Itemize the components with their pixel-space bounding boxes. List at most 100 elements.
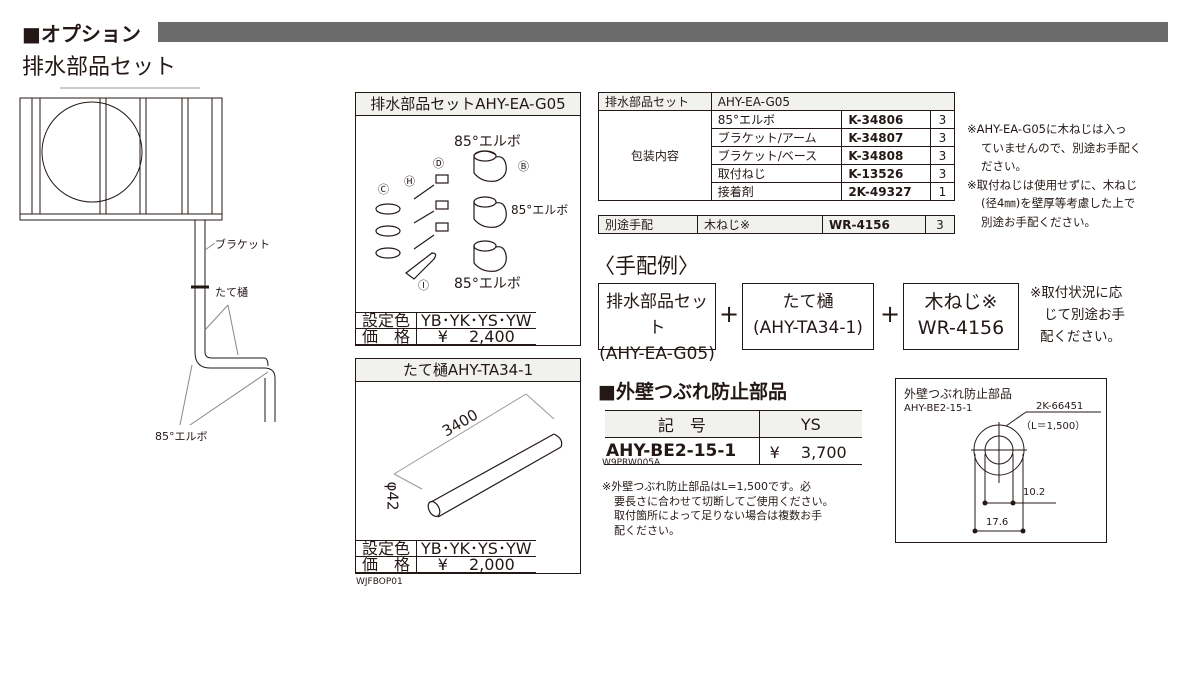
bracket-label: ブラケット xyxy=(215,238,270,251)
part-qty: 1 xyxy=(929,182,956,201)
item-model: (AHY-EA-G05) xyxy=(599,344,715,364)
part-code: K-34808 xyxy=(841,146,931,165)
order-item-screw: 木ねじ※ WR-4156 xyxy=(903,283,1019,350)
note-line: 別途お手配ください。 xyxy=(981,214,1096,229)
item-model: WR-4156 xyxy=(917,317,1005,339)
part-qty: 3 xyxy=(929,110,956,129)
subtitle: 排水部品セット xyxy=(22,55,177,80)
note-line: 配ください。 xyxy=(1040,329,1121,345)
note-line: ていませんので、別途お手配く xyxy=(981,140,1142,155)
header-code: 記 号 xyxy=(605,410,760,438)
item-name: たて樋 xyxy=(782,292,834,312)
part-i-label: Ⓘ xyxy=(418,279,429,292)
downpipe-label: たて樋 xyxy=(215,286,248,299)
elbow-label: 85°エルボ xyxy=(454,276,521,292)
price-label: 価 格 xyxy=(356,556,417,573)
outer-dimension: 17.6 xyxy=(986,517,1009,528)
part-name: ブラケット/アーム xyxy=(710,128,843,147)
note-line: ※外壁つぶれ防止部品はL=1,500です。必 xyxy=(602,480,811,493)
set-model: AHY-EA-G05 xyxy=(710,92,956,111)
price-value: ¥ 2,000 xyxy=(415,556,536,573)
part-h-label: Ⓗ xyxy=(404,175,415,188)
note-line: 取付箇所によって足りない場合は複数お手 xyxy=(614,509,823,522)
order-item-pipe: たて樋 (AHY-TA34-1) xyxy=(742,283,874,350)
separate-label: 別途手配 xyxy=(598,215,698,234)
card-title: たて樋AHY-TA34-1 xyxy=(356,359,580,382)
note-line: 要長さに合わせて切断してご使用ください。 xyxy=(614,494,834,508)
order-item-set: 排水部品セット (AHY-EA-G05) xyxy=(598,283,716,364)
part-code: K-13526 xyxy=(841,164,931,183)
order-note: ※取付状況に応 じて別途お手 配ください。 xyxy=(1030,282,1125,348)
cross-section-drawing xyxy=(971,411,1101,534)
note-line: ださい。 xyxy=(981,159,1027,173)
part-code: WR-4156 xyxy=(822,215,926,234)
part-code: K-34807 xyxy=(841,128,931,147)
part-d-label: Ⓓ xyxy=(433,157,444,170)
part-qty: 3 xyxy=(925,215,955,234)
note-line: ※AHY-EA-G05に木ねじは入っ xyxy=(967,122,1127,136)
note-line: ※取付状況に応 xyxy=(1030,285,1123,301)
diagram-length: （L＝1,500） xyxy=(1021,421,1086,432)
protector-diagram: 外壁つぶれ防止部品 AHY-BE2-15-1 2K-66451 （L＝1,500… xyxy=(895,378,1107,543)
diameter-dimension: φ42 xyxy=(383,481,402,511)
diagram-part: 2K-66451 xyxy=(1036,401,1084,412)
elbow-label: 85°エルボ xyxy=(454,134,521,150)
part-code: K-34806 xyxy=(841,110,931,129)
part-qty: 3 xyxy=(929,128,956,147)
card-title: 排水部品セットAHY-EA-G05 xyxy=(356,93,580,116)
part-qty: 3 xyxy=(929,146,956,165)
part-b-label: Ⓑ xyxy=(518,160,529,173)
plus-sign: + xyxy=(719,300,740,328)
part-c-label: Ⓒ xyxy=(378,183,389,196)
carport-illustration xyxy=(19,87,276,426)
part-name: ブラケット/ベース xyxy=(710,146,843,165)
note-line: じて別途お手 xyxy=(1044,307,1125,323)
order-example-title: 〈手配例〉 xyxy=(594,254,699,278)
plus-sign: + xyxy=(880,300,901,328)
header-ys: YS xyxy=(758,410,862,438)
item-model: (AHY-TA34-1) xyxy=(753,318,863,338)
protector-title: ■外壁つぶれ防止部品 xyxy=(598,381,787,403)
catalog-code: W9PRW005A xyxy=(602,458,661,468)
section-bar xyxy=(158,22,1168,42)
part-name: 木ねじ※ xyxy=(697,215,823,234)
note-line: 配ください。 xyxy=(614,523,680,537)
pipe-illustration xyxy=(393,393,563,518)
catalog-code: WJFBOP01 xyxy=(356,577,403,587)
parts-illustration xyxy=(375,150,507,280)
elbow-label: 85°エルボ xyxy=(511,203,569,217)
part-name: 接着剤 xyxy=(710,182,843,201)
drain-set-card: 排水部品セットAHY-EA-G05 85°エルボ 85°エルボ 85°エルボ Ⓑ… xyxy=(355,92,581,346)
price-value: ¥ 2,400 xyxy=(415,328,536,345)
price-label: 価 格 xyxy=(356,328,417,345)
inner-dimension: 10.2 xyxy=(1023,487,1046,498)
elbow-label: 85°エルボ xyxy=(155,430,208,443)
color-label: 設定色 xyxy=(356,540,417,557)
part-qty: 3 xyxy=(929,164,956,183)
notes: ※AHY-EA-G05に木ねじは入っ ていませんので、別途お手配く ださい。 ※… xyxy=(967,120,1141,231)
colors-value: YB･YK･YS･YW xyxy=(415,312,536,329)
set-label: 排水部品セット xyxy=(598,92,712,111)
diagram-title: 外壁つぶれ防止部品 xyxy=(904,387,1013,401)
item-name: 木ねじ※ xyxy=(924,291,998,313)
note-line: (径4㎜)を壁厚等考慮した上で xyxy=(981,196,1136,210)
group-label: 包装内容 xyxy=(598,110,712,201)
part-name: 取付ねじ xyxy=(710,164,843,183)
item-name: 排水部品セット xyxy=(606,292,708,338)
diagram-model: AHY-BE2-15-1 xyxy=(904,403,973,414)
protector-note: ※外壁つぶれ防止部品はL=1,500です。必 要長さに合わせて切断してご使用くだ… xyxy=(602,480,834,538)
section-title: ■オプション xyxy=(22,22,141,46)
protector-model: AHY-BE2-15-1 xyxy=(605,437,760,465)
part-name: 85°エルボ xyxy=(710,110,843,129)
note-line: ※取付ねじは使用せずに、木ねじ xyxy=(967,177,1138,192)
protector-price: ¥ 3,700 xyxy=(758,437,862,465)
